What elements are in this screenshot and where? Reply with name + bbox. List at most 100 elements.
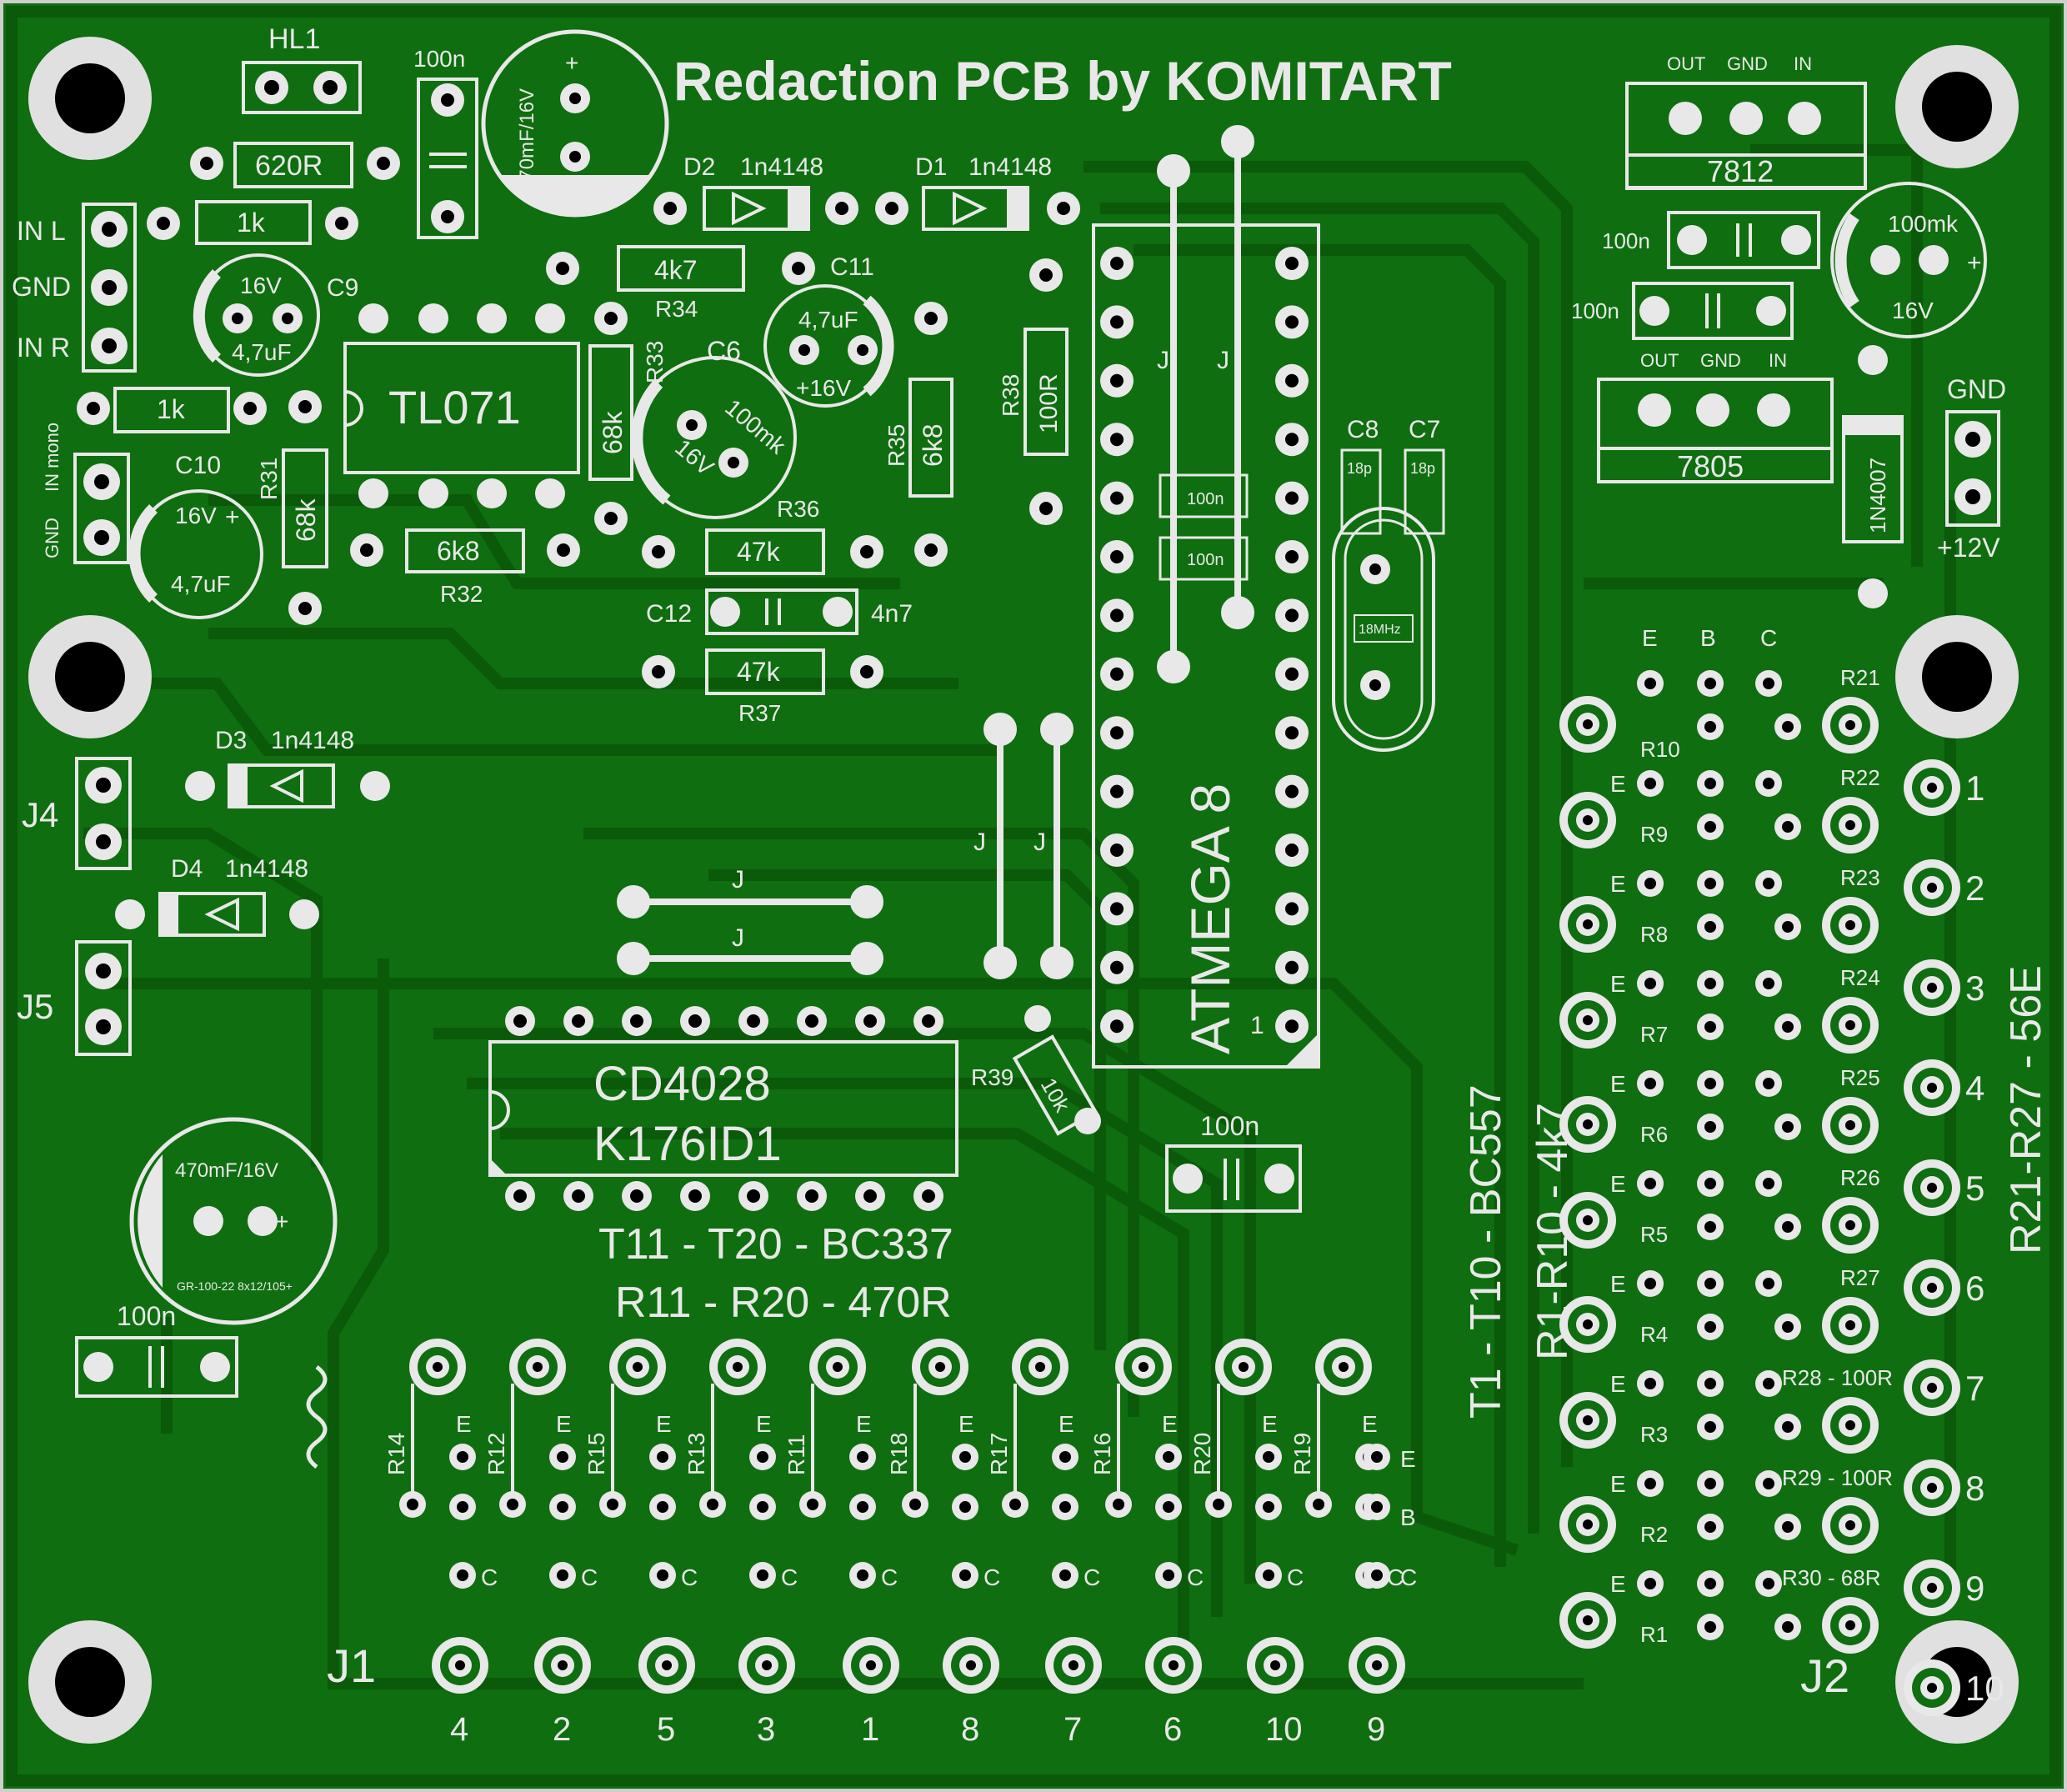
resistor-r34: 4k7 R34 [546,245,815,322]
pad [1002,1491,1028,1518]
pad [399,1491,426,1518]
cap-label: 18p [1410,460,1435,477]
resistor-pad [409,1339,466,1395]
pad [1697,1614,1724,1640]
e-label: E [756,1411,772,1437]
cd4028-pins [505,1006,943,1211]
capacitor-c8: C8 18p [1340,416,1382,535]
cap-label: 100n [1187,551,1224,569]
capacitor-470mf-bottom: 470mF/16V GR-100-22 8x12/105+ + [129,1117,338,1325]
j2-pin [1904,959,1960,1016]
resistor-pad [1822,797,1879,853]
resistor-ref: R20 [1189,1433,1215,1475]
pad [1697,713,1724,740]
e-label: E [1610,1471,1626,1497]
hl1-connector: HL1 [242,23,362,114]
resistor-pad [1822,1297,1879,1354]
pad [1755,1470,1782,1497]
resistor-ref: R2 [1640,1522,1668,1547]
pad [1755,670,1782,697]
ic-pin [1100,247,1134,280]
pad [1637,770,1664,797]
pad [1697,1070,1724,1097]
e-label: E [958,1411,974,1437]
resistor-label: 68k [598,410,628,454]
resistor-pad [1012,1339,1069,1395]
ic-pin [1100,305,1134,339]
cap-voltage: +16V [796,375,851,401]
j2-pin-label: 9 [1965,1569,1984,1608]
board-title: Redaction PCB by KOMITART [673,50,1452,112]
pad [849,1494,876,1520]
cap-voltage: 16V [1892,298,1934,323]
pad [1755,1170,1782,1197]
e-label: E [456,1411,472,1437]
resistor-pad [912,1339,968,1395]
c-label: C [581,1564,598,1590]
cap-label: 470mF/16V [175,1159,278,1182]
resistor-ref: R31 [256,458,282,500]
pad [1697,1414,1724,1440]
resistor-ref: R25 [1840,1065,1880,1090]
diode-type: 1n4148 [740,153,823,181]
pad [1364,1562,1390,1589]
e-label: E [656,1411,672,1437]
svg-text:+: + [1967,249,1982,277]
diode-label: D4 [171,855,203,883]
pad [749,1444,776,1470]
ic-atmega8: ATMEGA 8 1 100n 100n [1092,223,1320,1069]
connector-j5: J5 [17,940,132,1056]
capacitor-c7: C7 18p [1404,416,1445,535]
resistor-r31: 68k R31 [256,390,328,625]
pad [1255,1444,1282,1470]
pad [1774,914,1801,940]
ic-pin [1275,950,1309,984]
pad [1364,1494,1390,1520]
pad [1637,1370,1664,1397]
resistor-ref: R28 - 100R [1782,1365,1893,1390]
resistor-label: 1k [237,208,266,238]
diode-label: D1 [915,153,947,181]
resistor-ref: R9 [1640,822,1668,847]
connector-j4: J4 [22,757,132,870]
ic-pin [738,1006,768,1036]
resistor-r33: 68k R33 [588,302,668,535]
resistor-ref: R7 [1640,1022,1668,1047]
j1-label: J1 [327,1639,376,1692]
resistor-620r: 620R [190,142,400,188]
pad [1637,670,1664,697]
resistor-pad [1822,1397,1879,1454]
capacitor-100n-right-b: 100n [1571,282,1794,340]
ic-pin [1275,423,1309,457]
resistor-ref: R11 [783,1434,809,1475]
j1-pin-label: 9 [1367,1711,1385,1748]
resistor-ref: R13 [683,1433,709,1475]
crystal-18mhz: 18MHz [1332,507,1435,752]
resistor-pad [1822,1197,1879,1254]
pad [649,1494,676,1520]
j1-pin [1045,1637,1102,1694]
pad [952,1494,978,1520]
j2-pin-label: 2 [1965,868,1984,908]
e-label: E [1610,871,1626,897]
pad [1774,1614,1801,1640]
j1-pin-label: 4 [450,1711,468,1748]
j2-pin-label: 8 [1965,1469,1984,1508]
resistor-ref: R36 [777,496,819,522]
svg-text:+: + [275,1209,288,1234]
resistor-ref: R27 [1840,1265,1880,1290]
diode-d4: D4 1n4148 [115,855,319,937]
cap-label: 4n7 [871,600,913,628]
reg-pin-label: OUT [1667,53,1705,74]
crystal-label: 18MHz [1359,623,1401,637]
board-outline-trace [6,6,2061,1786]
resistor-pad [609,1339,666,1395]
pad [549,1494,576,1520]
pad [1755,970,1782,997]
cap-ref: C7 [1409,416,1440,443]
pad [849,1444,876,1470]
resistor-label: 4k7 [654,255,698,285]
ic-cd4028: CD4028 K176ID1 [488,1006,958,1211]
